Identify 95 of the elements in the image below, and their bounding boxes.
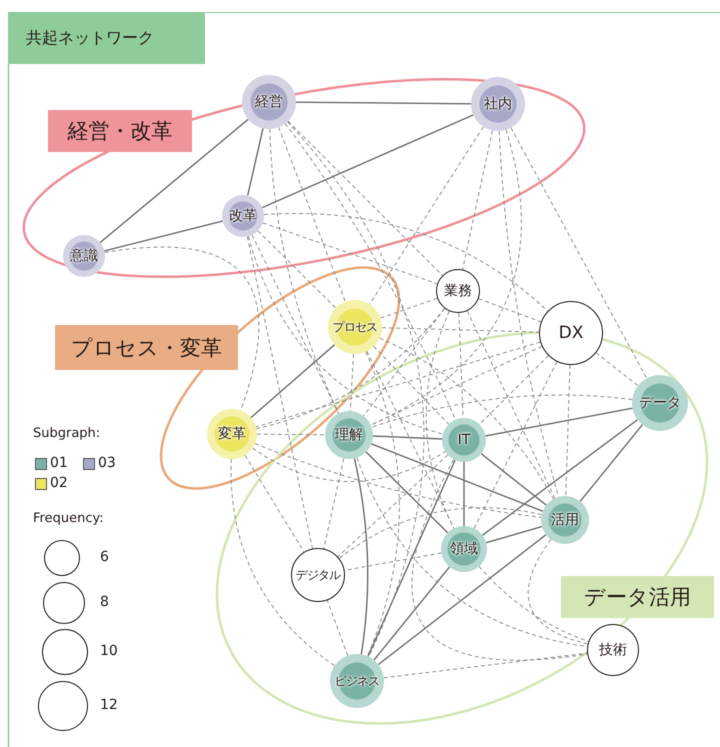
dashed-link (323, 458, 344, 550)
dashed-link (269, 128, 340, 414)
dashed-link (380, 298, 438, 319)
legend-text: 8 (100, 594, 109, 610)
dashed-link (257, 230, 336, 308)
dashed-link (256, 342, 541, 428)
dashed-link (474, 361, 558, 529)
link-line (367, 460, 456, 657)
dashed-link (510, 127, 648, 379)
word-circle: 技術 (587, 624, 639, 676)
word-circle: デジタル (291, 548, 345, 602)
word-circle: 理解 (325, 411, 373, 459)
dashed-link (369, 126, 484, 305)
dashed-link (382, 327, 540, 333)
dashed-link (286, 121, 424, 658)
link-line (480, 453, 547, 506)
dashed-link (248, 236, 444, 435)
link-line (378, 534, 546, 666)
dashed-link (383, 652, 588, 678)
dashed-link (278, 126, 346, 302)
dashed-link (256, 308, 445, 430)
dashed-link (264, 213, 548, 312)
dashed-link (363, 308, 446, 416)
word-circle: 活用 (541, 496, 589, 544)
link-line (373, 566, 450, 660)
legend-text: 6 (100, 549, 109, 565)
word-circle: 経営 (242, 75, 296, 129)
dashed-link (366, 350, 454, 529)
dashed-link (462, 130, 493, 270)
dashed-link (338, 507, 542, 559)
link-line (250, 344, 336, 418)
group-label: 経営・改革 (48, 110, 192, 152)
legend-text: 12 (100, 697, 118, 713)
link-line (104, 220, 223, 252)
legend-text: 02 (50, 475, 68, 491)
dashed-link (262, 222, 438, 284)
link-line (482, 419, 638, 536)
word-circle: DX (539, 301, 603, 365)
word-circle: 業務 (436, 269, 480, 313)
dashed-link (284, 123, 456, 420)
dashed-link (350, 354, 354, 412)
dashed-link (373, 346, 450, 425)
word-circle: ビジネス (330, 654, 384, 708)
dashed-link (370, 346, 542, 426)
dashed-link (365, 351, 400, 657)
group-label: プロセス・変革 (55, 325, 238, 370)
link-line (100, 118, 249, 244)
link-line (262, 114, 474, 208)
dashed-link (528, 538, 588, 644)
link-line (463, 462, 465, 526)
word-circle: データ (632, 375, 688, 431)
dashed-link (479, 355, 549, 425)
dashed-link (596, 352, 638, 386)
dashed-link (252, 234, 339, 414)
group-label: データ活用 (561, 576, 714, 618)
dashed-link (466, 310, 556, 499)
dashed-link (565, 364, 570, 496)
legend-heading: Frequency: (33, 511, 104, 526)
link-line (247, 128, 264, 196)
word-circle: 意識 (63, 235, 105, 277)
word-circle: IT (442, 418, 486, 462)
dashed-link (244, 454, 304, 552)
word-circle: 改革 (222, 195, 264, 237)
dashed-link (337, 454, 448, 558)
title-banner: 共起ネットワーク (8, 12, 205, 64)
word-circle: 社内 (471, 77, 525, 131)
link-line (366, 451, 448, 534)
legend-text: 01 (50, 455, 68, 471)
link-line (371, 443, 543, 512)
dashed-link (230, 458, 336, 666)
dashed-link (288, 120, 443, 276)
dashed-link (326, 600, 348, 656)
dashed-link (254, 443, 542, 518)
legend-text: 03 (98, 455, 116, 471)
link-line (296, 102, 471, 104)
link-line (354, 458, 368, 654)
link-line (372, 435, 442, 440)
dashed-link (426, 310, 454, 529)
legend-text: 10 (100, 643, 118, 659)
legend-heading: Subgraph: (33, 426, 100, 441)
dashed-link (371, 394, 633, 428)
dashed-link (412, 458, 588, 661)
link-line (580, 424, 643, 502)
word-circle: 領域 (441, 526, 487, 572)
word-circle: プロセス (328, 300, 382, 354)
link-line (485, 408, 633, 437)
dashed-link (379, 338, 554, 500)
dashed-link (478, 566, 589, 642)
word-circle: 変革 (207, 409, 257, 459)
dashed-link (246, 236, 313, 550)
link-line (486, 526, 542, 544)
dashed-link (256, 434, 326, 436)
dashed-link (478, 298, 542, 322)
dashed-link (252, 448, 446, 482)
dashed-link (370, 129, 522, 426)
